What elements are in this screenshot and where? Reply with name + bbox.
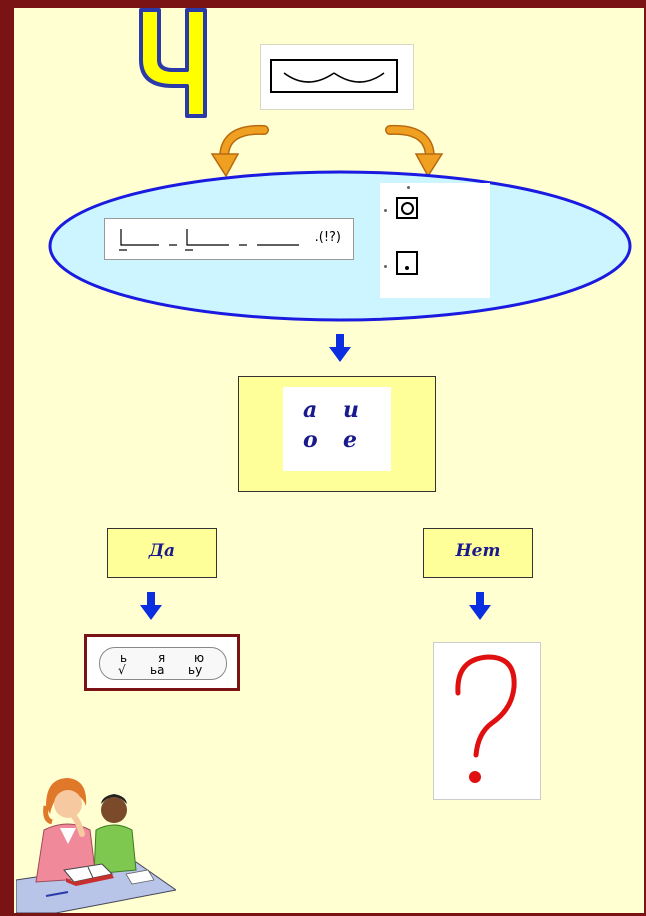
word-scheme-card: [260, 44, 414, 110]
question-mark-text: ?: [434, 643, 435, 644]
teacher-student-illustration: [16, 778, 176, 913]
syllable-arcs-icon: [283, 72, 385, 83]
vowels-panel: а и о е: [238, 376, 436, 492]
soft-sign-letter: ь: [120, 651, 128, 665]
bullet-dot: [384, 209, 387, 212]
vowel-e: е: [343, 427, 357, 453]
soft-sign-card: ь я ю √ ьа ьу: [84, 634, 240, 691]
no-label-box: Нет: [423, 528, 533, 578]
yu-letter: ю: [194, 651, 205, 665]
question-card: ?: [433, 642, 541, 800]
yu-sound-mark: ьу: [188, 663, 203, 677]
ya-letter: я: [158, 651, 166, 665]
letter-che-title: [139, 8, 207, 118]
curved-arrow-icon-left: [210, 124, 269, 178]
vowel-i: и: [343, 397, 359, 423]
sentence-end-marks: .(!?): [314, 230, 341, 245]
sound-symbols-card: [380, 183, 490, 298]
letter-che-text: Ч: [0, 0, 1, 1]
vowels-card: а и о е: [283, 387, 391, 471]
stress-dot: [407, 186, 410, 189]
word-scheme-frame: [270, 59, 398, 93]
sentence-lines-icon: [119, 229, 299, 251]
dot-symbol-icon: [396, 251, 418, 275]
vowel-a: а: [303, 397, 318, 423]
down-arrow-icon-right: [469, 592, 491, 620]
down-arrow-icon-center: [329, 334, 351, 362]
sentence-scheme-card: .(!?): [104, 218, 354, 260]
ya-sound-mark: ьа: [150, 663, 165, 677]
circle-symbol-icon: [396, 197, 418, 219]
soft-sign-pill: ь я ю √ ьа ьу: [99, 647, 227, 680]
down-arrow-icon-left: [140, 592, 162, 620]
vowel-o: о: [303, 427, 318, 453]
bullet-dot: [384, 265, 387, 268]
check-mark: √: [118, 663, 126, 677]
question-mark-icon: [455, 654, 517, 783]
curved-arrow-icon-right: [385, 124, 444, 178]
yes-label-box: Да: [107, 528, 217, 578]
